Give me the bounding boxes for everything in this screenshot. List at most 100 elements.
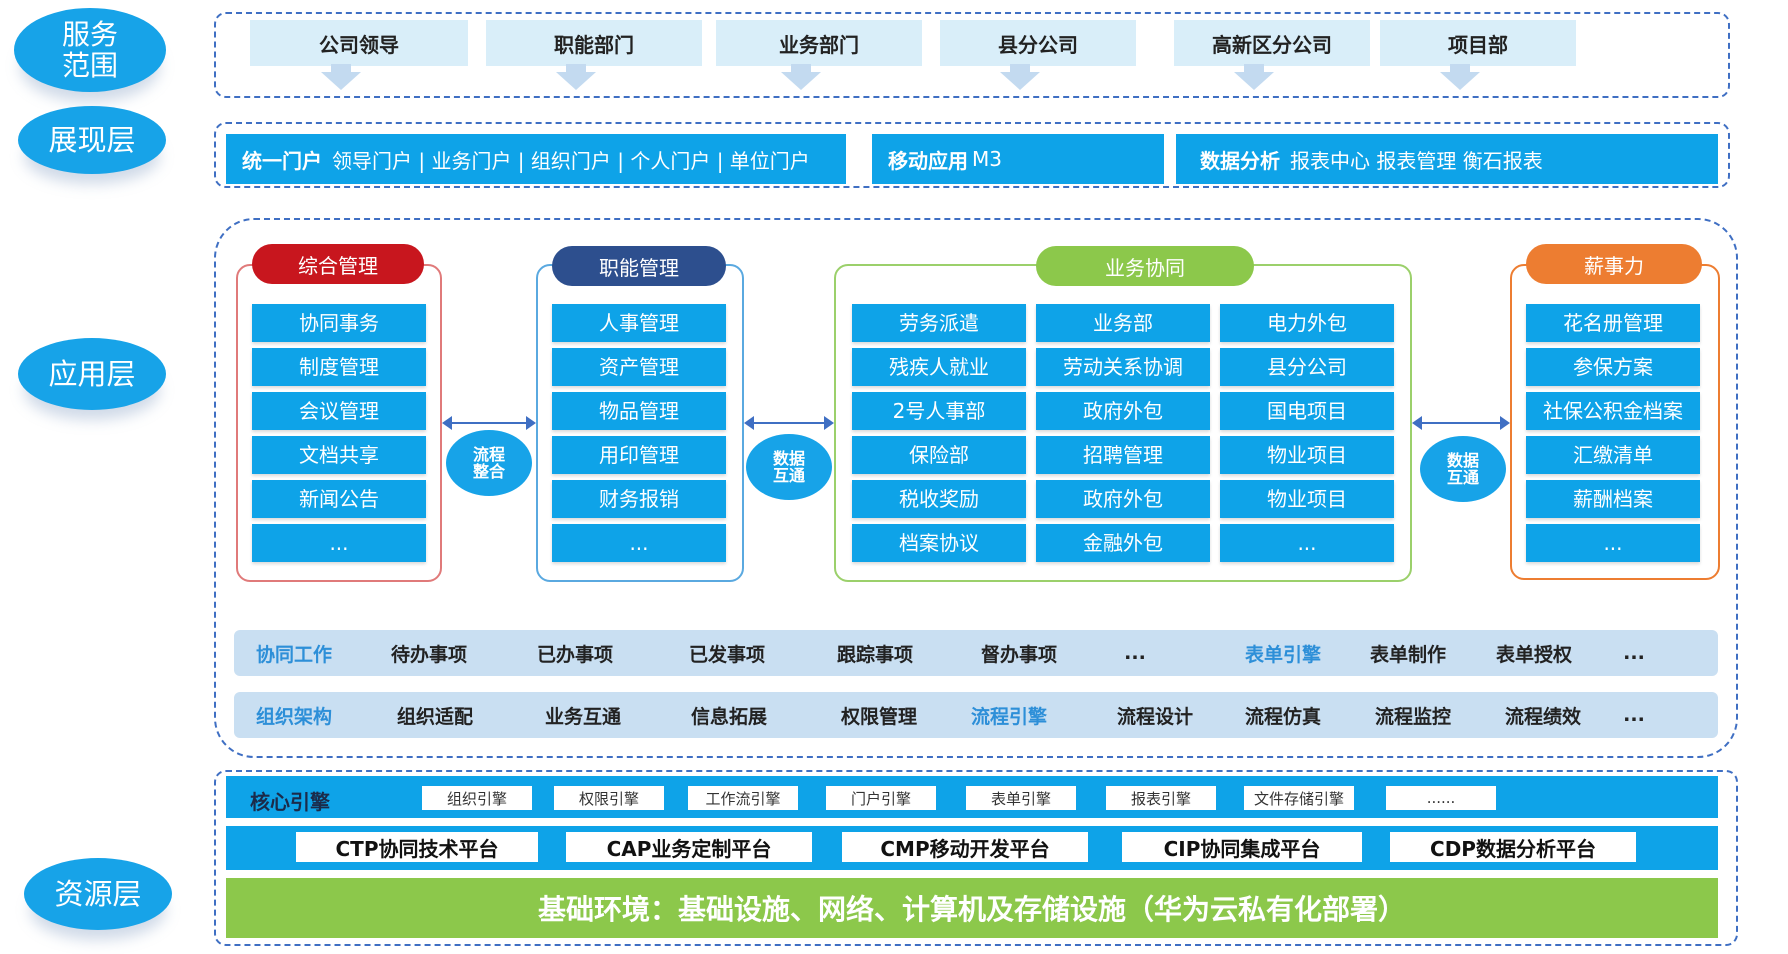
connector-data-1-text: 数据互通 xyxy=(772,449,805,485)
service-scope-item: 职能部门 xyxy=(486,20,702,66)
feature-item: ... xyxy=(1623,704,1645,726)
connector-flow-text: 流程整合 xyxy=(472,445,505,481)
app-item: 社保公积金档案 xyxy=(1526,392,1700,430)
connector-arrow-2 xyxy=(744,416,834,430)
connector-arrow-3 xyxy=(1412,416,1510,430)
platform-item: CMP移动开发平台 xyxy=(842,832,1088,862)
connector-data-2: 数据互通 xyxy=(1420,436,1506,502)
group-xinshili-tab: 薪事力 xyxy=(1526,244,1702,284)
platform-item: CDP数据分析平台 xyxy=(1390,832,1636,862)
down-arrow-icon xyxy=(1000,64,1040,90)
layer-label-application: 应用层 xyxy=(18,338,166,410)
engine-item: 门户引擎 xyxy=(826,786,936,810)
down-arrow-icon xyxy=(321,64,361,90)
feature-item: 流程绩效 xyxy=(1504,705,1581,728)
application-frame xyxy=(214,218,1738,758)
group-functional-title: 职能管理 xyxy=(599,255,679,280)
app-item: 参保方案 xyxy=(1526,348,1700,386)
platform-item: CTP协同技术平台 xyxy=(296,832,538,862)
feature-row-1: 协同工作待办事项已办事项已发事项跟踪事项督办事项...表单引擎表单制作表单授权.… xyxy=(234,630,1718,676)
app-item: 政府外包 xyxy=(1036,480,1210,518)
down-arrow-icon xyxy=(1440,64,1480,90)
platform-item: CIP协同集成平台 xyxy=(1122,832,1362,862)
feature-item: 流程引擎 xyxy=(970,705,1047,728)
connector-flow: 流程整合 xyxy=(446,430,532,496)
feature-item: 待办事项 xyxy=(390,643,467,666)
analytics-title: 数据分析 xyxy=(1200,148,1280,173)
feature-item: 表单引擎 xyxy=(1244,643,1321,666)
app-item: 新闻公告 xyxy=(252,480,426,518)
app-item: 劳动关系协调 xyxy=(1036,348,1210,386)
app-item: 残疾人就业 xyxy=(852,348,1026,386)
layer-label-resource-text: 资源层 xyxy=(54,876,142,911)
app-item: 人事管理 xyxy=(552,304,726,342)
group-business-title: 业务协同 xyxy=(1105,255,1185,280)
connector-arrow-1 xyxy=(442,416,536,430)
feature-item: 流程监控 xyxy=(1374,705,1451,728)
analytics-items: 报表中心 报表管理 衡石报表 xyxy=(1290,148,1543,173)
app-item: 文档共享 xyxy=(252,436,426,474)
engine-item: 报表引擎 xyxy=(1106,786,1216,810)
engine-item: 表单引擎 xyxy=(966,786,1076,810)
app-item: 薪酬档案 xyxy=(1526,480,1700,518)
app-item: 财务报销 xyxy=(552,480,726,518)
presentation-frame xyxy=(214,122,1730,188)
app-item: 物品管理 xyxy=(552,392,726,430)
layer-label-service-text: 服务范围 xyxy=(61,18,118,82)
resource-frame xyxy=(214,770,1738,946)
feature-item: ... xyxy=(1623,642,1645,664)
connector-data-1: 数据互通 xyxy=(746,434,832,500)
group-functional-tab: 职能管理 xyxy=(552,246,726,286)
feature-item: 表单制作 xyxy=(1369,643,1446,666)
app-item: ... xyxy=(252,524,426,562)
app-item: 汇缴清单 xyxy=(1526,436,1700,474)
app-item: 物业项目 xyxy=(1220,436,1394,474)
app-item: 档案协议 xyxy=(852,524,1026,562)
app-item: 金融外包 xyxy=(1036,524,1210,562)
layer-label-presentation-text: 展现层 xyxy=(48,122,136,157)
core-engine-label: 核心引擎 xyxy=(250,789,330,814)
mobile-bar: 移动应用 M3 xyxy=(872,134,1164,184)
down-arrow-icon xyxy=(556,64,596,90)
engine-item: 组织引擎 xyxy=(422,786,532,810)
engine-item: 权限引擎 xyxy=(554,786,664,810)
mobile-items: M3 xyxy=(972,147,1002,171)
base-environment-text: 基础环境：基础设施、网络、计算机及存储设施（华为云私有化部署） xyxy=(537,893,1406,926)
portal-items: 领导门户 | 业务门户 | 组织门户 | 个人门户 | 单位门户 xyxy=(332,148,810,173)
engine-item: ...... xyxy=(1386,786,1496,810)
app-item: ... xyxy=(1220,524,1394,562)
feature-item: 协同工作 xyxy=(255,643,332,666)
group-xinshili-title: 薪事力 xyxy=(1584,253,1644,278)
app-item: 政府外包 xyxy=(1036,392,1210,430)
engine-item: 工作流引擎 xyxy=(688,786,798,810)
app-item: 招聘管理 xyxy=(1036,436,1210,474)
feature-item: 督办事项 xyxy=(980,643,1057,666)
base-environment: 基础环境：基础设施、网络、计算机及存储设施（华为云私有化部署） xyxy=(226,878,1718,938)
service-scope-item: 高新区分公司 xyxy=(1174,20,1370,66)
feature-row-2: 组织架构组织适配业务互通信息拓展权限管理流程引擎流程设计流程仿真流程监控流程绩效… xyxy=(234,692,1718,738)
app-item: 用印管理 xyxy=(552,436,726,474)
app-item: 会议管理 xyxy=(252,392,426,430)
group-business-tab: 业务协同 xyxy=(1036,246,1254,286)
app-item: ... xyxy=(552,524,726,562)
service-scope-item: 县分公司 xyxy=(940,20,1136,66)
group-general-title: 综合管理 xyxy=(298,253,378,278)
app-item: 国电项目 xyxy=(1220,392,1394,430)
app-item: 物业项目 xyxy=(1220,480,1394,518)
app-item: 业务部 xyxy=(1036,304,1210,342)
app-item: 协同事务 xyxy=(252,304,426,342)
app-item: 2号人事部 xyxy=(852,392,1026,430)
layer-label-service: 服务范围 xyxy=(14,8,166,92)
app-item: 劳务派遣 xyxy=(852,304,1026,342)
app-item: 保险部 xyxy=(852,436,1026,474)
group-general-tab: 综合管理 xyxy=(252,244,424,284)
app-item: 县分公司 xyxy=(1220,348,1394,386)
down-arrow-icon xyxy=(1234,64,1274,90)
down-arrow-icon xyxy=(781,64,821,90)
app-item: 资产管理 xyxy=(552,348,726,386)
feature-item: 表单授权 xyxy=(1495,643,1572,666)
app-item: 电力外包 xyxy=(1220,304,1394,342)
feature-item: 组织架构 xyxy=(255,705,332,728)
connector-data-2-text: 数据互通 xyxy=(1446,451,1479,487)
feature-item: ... xyxy=(1124,642,1146,664)
